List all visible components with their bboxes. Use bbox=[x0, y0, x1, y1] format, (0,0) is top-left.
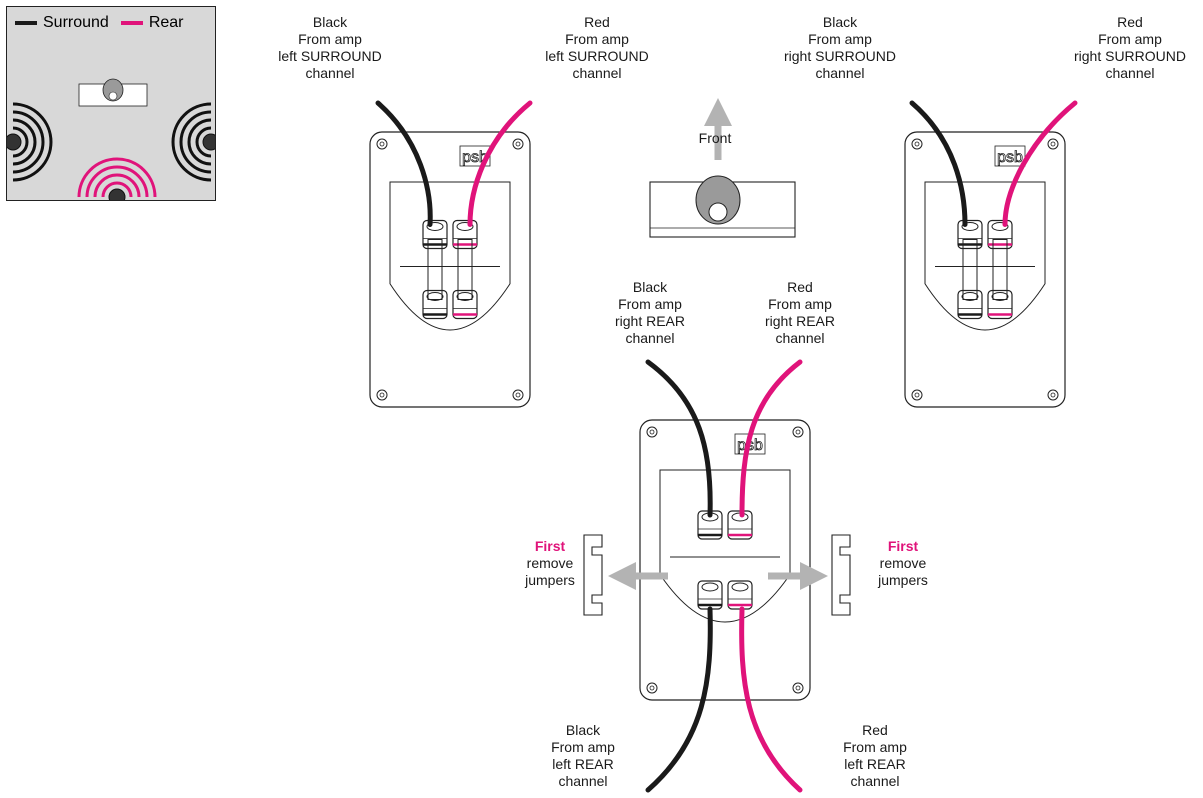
speaker-right-surround-screw-hole-3 bbox=[1050, 392, 1056, 398]
speaker-rear-terminal-bottom-red bbox=[727, 580, 753, 610]
room-layout-inset: Surround Rear bbox=[6, 6, 216, 201]
wire-left-surround-black bbox=[375, 100, 433, 227]
inset-right-surround-arc-1 bbox=[187, 118, 212, 166]
inset-rear-arc-1 bbox=[93, 173, 141, 198]
speaker-rear-terminal-bottom-black bbox=[697, 580, 723, 610]
speaker-right-surround-jumper-left bbox=[962, 239, 978, 300]
speaker-right-surround-jumper-right bbox=[992, 239, 1008, 300]
speaker-rear: psb bbox=[639, 419, 811, 701]
speaker-right-surround-screw-hole-2 bbox=[914, 392, 920, 398]
wire-left-surround-red bbox=[467, 100, 533, 227]
inset-rear bbox=[77, 157, 157, 200]
removed-jumper-right bbox=[831, 534, 851, 616]
speaker-right-surround-terminal-top-black bbox=[957, 219, 983, 250]
speaker-right-surround-terminal-bottom-black bbox=[957, 289, 983, 320]
wire-right-surround-black bbox=[909, 100, 968, 227]
inset-left-surround-arc-0 bbox=[12, 126, 29, 158]
listener-face bbox=[708, 202, 728, 222]
wire-left-rear-black bbox=[645, 606, 713, 793]
room-layout-graphic bbox=[7, 78, 215, 200]
wire-right-rear-red bbox=[739, 359, 803, 518]
speaker-left-surround-panel bbox=[389, 181, 511, 331]
inset-listener-head bbox=[102, 78, 124, 102]
inset-left-surround-driver bbox=[7, 133, 22, 151]
speaker-rear-terminal-top-black bbox=[697, 510, 723, 540]
inset-right-surround-arc-3 bbox=[171, 102, 212, 182]
speaker-left-surround: psb bbox=[369, 131, 531, 408]
speaker-left-surround-screw-hole-0 bbox=[379, 141, 385, 147]
inset-right-surround-arc-0 bbox=[195, 126, 212, 158]
speaker-left-surround-terminal-bottom-red bbox=[452, 289, 478, 320]
speaker-rear-screw-hole-0 bbox=[649, 429, 655, 435]
speaker-right-surround-terminal-bottom-black-cap bbox=[961, 292, 979, 301]
speaker-right-surround-terminal-top-red bbox=[987, 219, 1013, 250]
speaker-left-surround-jumper-left bbox=[427, 239, 443, 300]
wire-left-rear-red bbox=[739, 606, 803, 793]
speaker-left-surround-screw-hole-3 bbox=[515, 392, 521, 398]
speaker-left-surround-terminal-bottom-red-cap bbox=[456, 292, 474, 301]
speaker-left-surround-jumper-right bbox=[457, 239, 473, 300]
legend: Surround Rear bbox=[7, 7, 215, 39]
speaker-right-surround-panel bbox=[924, 181, 1046, 331]
speaker-left-surround-screw-hole-1 bbox=[515, 141, 521, 147]
speaker-right-surround-terminal-bottom-red bbox=[987, 289, 1013, 320]
legend-swatch-surround bbox=[15, 21, 37, 25]
legend-label-rear: Rear bbox=[148, 14, 184, 31]
front-label: Front bbox=[698, 130, 732, 146]
speaker-left-surround-terminal-bottom-black bbox=[422, 289, 448, 320]
listener-head bbox=[695, 175, 741, 225]
listener-position bbox=[649, 175, 796, 238]
legend-label-surround: Surround bbox=[43, 14, 109, 31]
speaker-right-surround-logo: psb bbox=[997, 149, 1023, 166]
speaker-rear-screw-hole-3 bbox=[795, 685, 801, 691]
speaker-right-surround-logo-box bbox=[994, 145, 1026, 167]
speaker-right-surround-screw-hole-0 bbox=[914, 141, 920, 147]
speaker-rear-panel bbox=[659, 469, 791, 623]
speaker-rear-terminal-bottom-black-cap bbox=[701, 582, 719, 592]
inset-rear-arc-2 bbox=[85, 165, 149, 198]
wire-right-surround-red bbox=[1002, 100, 1078, 227]
speaker-rear-screw-hole-1 bbox=[795, 429, 801, 435]
inset-rear-driver bbox=[108, 188, 126, 200]
inset-left-surround bbox=[7, 102, 53, 182]
removed-jumper-left-outline bbox=[583, 534, 603, 616]
inset-left-surround-arc-3 bbox=[12, 102, 53, 182]
inset-rear-arc-3 bbox=[77, 157, 157, 198]
inset-right-surround bbox=[171, 102, 215, 182]
speaker-left-surround-terminal-top-black bbox=[422, 219, 448, 250]
speaker-right-surround-screw-hole-1 bbox=[1050, 141, 1056, 147]
speaker-right-surround-terminal-bottom-red-cap bbox=[991, 292, 1009, 301]
inset-left-surround-arc-1 bbox=[12, 118, 37, 166]
speaker-left-surround-screw-hole-2 bbox=[379, 392, 385, 398]
inset-right-surround-arc-2 bbox=[179, 110, 212, 174]
removed-jumper-left bbox=[583, 534, 603, 616]
inset-listener-face bbox=[108, 91, 118, 101]
speaker-rear-screw-hole-2 bbox=[649, 685, 655, 691]
speaker-left-surround-terminal-bottom-black-cap bbox=[426, 292, 444, 301]
inset-rear-arc-0 bbox=[101, 181, 133, 198]
legend-swatch-rear bbox=[120, 21, 143, 25]
inset-right-surround-driver bbox=[202, 133, 215, 151]
speaker-right-surround: psb bbox=[904, 131, 1066, 408]
wire-right-rear-black bbox=[645, 359, 713, 518]
inset-left-surround-arc-2 bbox=[12, 110, 45, 174]
removed-jumper-right-outline bbox=[831, 534, 851, 616]
speaker-rear-terminal-bottom-red-cap bbox=[731, 582, 749, 592]
speaker-left-surround-terminal-top-red bbox=[452, 219, 478, 250]
